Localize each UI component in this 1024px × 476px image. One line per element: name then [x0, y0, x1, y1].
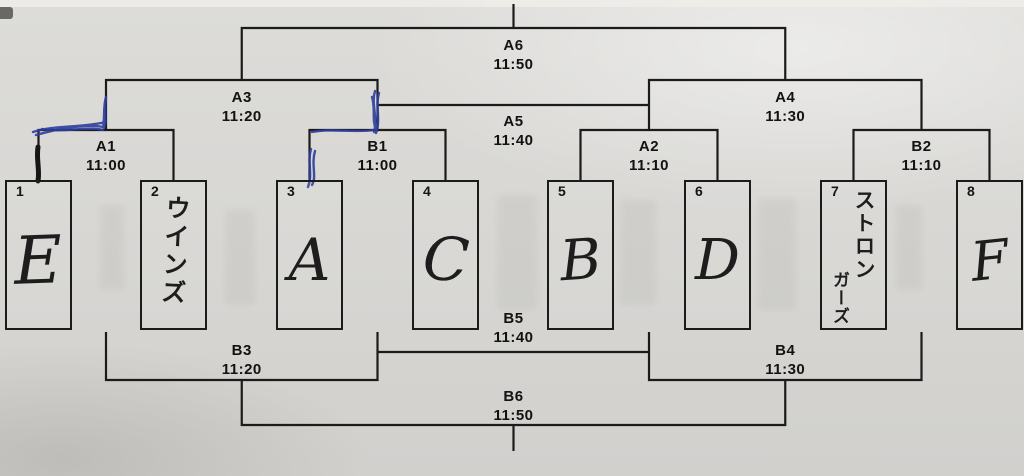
- match-id: B4: [775, 342, 796, 359]
- match-label-a1: A1 11:00: [86, 137, 126, 175]
- match-id: A3: [231, 89, 252, 106]
- match-time: 11:30: [765, 361, 806, 378]
- team-name: ストロン: [852, 189, 876, 281]
- match-id: B3: [231, 342, 252, 359]
- team-box-2: 2 ウインズ: [140, 180, 207, 330]
- pen-mark-black: [34, 144, 42, 184]
- seed-number: 2: [151, 183, 159, 199]
- seed-number: 4: [423, 183, 431, 199]
- match-label-a2: A2 11:10: [629, 137, 669, 175]
- pen-annotation-b1-winner: [370, 95, 379, 133]
- match-id: A2: [638, 138, 660, 155]
- team-box-5: 5 B: [547, 180, 614, 330]
- match-label-b4: B4 11:30: [765, 341, 805, 379]
- seed-number: 5: [558, 183, 566, 199]
- pen-annotation-a1-winner: [34, 124, 106, 137]
- match-id: B2: [911, 138, 932, 155]
- match-time: 11:50: [493, 56, 534, 73]
- match-b2-line: [852, 128, 991, 180]
- match-id: A5: [503, 113, 524, 130]
- team-name: A: [288, 226, 331, 294]
- team-box-1: 1 E: [5, 180, 72, 330]
- pen-annotation-b1-winner: [310, 149, 317, 187]
- team-box-3: 3 A: [276, 180, 343, 330]
- scan-artifact: [896, 205, 922, 290]
- scan-artifact: [758, 198, 796, 310]
- match-label-b5: B5 11:40: [493, 309, 533, 347]
- match-time: 11:30: [765, 108, 806, 125]
- team-box-7: 7 ストロン ガーズ: [820, 180, 887, 330]
- scan-artifact: [620, 200, 656, 305]
- match-id: B5: [503, 310, 524, 327]
- scan-corner-mark: [0, 7, 13, 19]
- match-time: 11:00: [357, 157, 398, 174]
- pen-annotation-a1-winner: [102, 97, 108, 130]
- scan-edge-strip: [0, 0, 1024, 7]
- match-time: 11:10: [901, 157, 942, 174]
- match-time: 11:20: [221, 361, 262, 378]
- match-id: A6: [503, 37, 524, 54]
- seed-number: 7: [831, 183, 839, 199]
- match-label-a4: A4 11:30: [765, 88, 805, 126]
- pen-annotations-blue: [31, 89, 381, 189]
- match-a2-line: [579, 128, 719, 180]
- match-label-b6: B6 11:50: [493, 387, 533, 425]
- team-name: C: [420, 223, 471, 297]
- match-label-a6: A6 11:50: [493, 36, 533, 74]
- seed-number: 3: [287, 183, 295, 199]
- team-box-6: 6 D: [684, 180, 751, 330]
- seed-number: 6: [695, 183, 703, 199]
- pen-annotations-black: [34, 144, 42, 184]
- match-time: 11:40: [493, 132, 534, 149]
- pen-annotation-b1-winner: [310, 128, 376, 134]
- team-name: B: [557, 226, 604, 294]
- team-box-8: 8 F: [956, 180, 1023, 330]
- match-label-b1: B1 11:00: [357, 137, 397, 175]
- seed-number: 8: [967, 183, 975, 199]
- team-name: F: [967, 226, 1012, 294]
- match-id: A1: [95, 138, 117, 155]
- match-label-b2: B2 11:10: [901, 137, 941, 175]
- team-box-4: 4 C: [412, 180, 479, 330]
- team-name: ウインズ: [156, 194, 192, 308]
- match-label-a3: A3 11:20: [222, 88, 262, 126]
- match-time: 11:00: [85, 157, 127, 174]
- match-id: A4: [775, 89, 796, 106]
- match-id: B6: [503, 388, 524, 405]
- team-name-continued: ガーズ: [829, 271, 849, 325]
- pen-annotation-a1-winner: [40, 127, 105, 132]
- match-id: B1: [367, 138, 388, 155]
- scan-artifact: [225, 210, 255, 305]
- pen-annotation-b1-winner: [306, 147, 313, 189]
- seed-number: 1: [16, 183, 24, 199]
- match-time: 11:10: [628, 157, 670, 174]
- match-time: 11:40: [493, 329, 534, 346]
- match-label-a5: A5 11:40: [493, 112, 533, 150]
- scan-artifact: [100, 205, 124, 290]
- team-name: D: [695, 227, 740, 293]
- match-a6-line: [240, 26, 787, 80]
- match-label-b3: B3 11:20: [222, 341, 262, 379]
- match-time: 11:20: [221, 108, 262, 125]
- scan-artifact: [497, 195, 537, 310]
- match-time: 11:50: [493, 407, 534, 424]
- team-name: E: [13, 220, 64, 300]
